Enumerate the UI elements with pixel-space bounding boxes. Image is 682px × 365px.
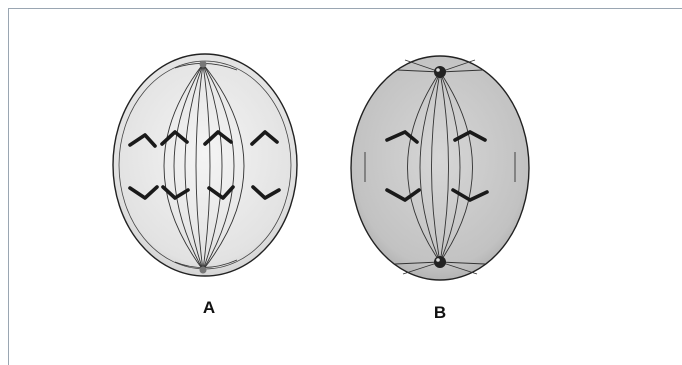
cell-b-diagram bbox=[345, 52, 535, 284]
frame-top-border bbox=[8, 8, 682, 9]
cell-b-label: B bbox=[420, 303, 460, 323]
cell-a-label: A bbox=[189, 298, 229, 318]
frame-left-border bbox=[8, 8, 9, 365]
cell-a-diagram bbox=[105, 50, 305, 280]
